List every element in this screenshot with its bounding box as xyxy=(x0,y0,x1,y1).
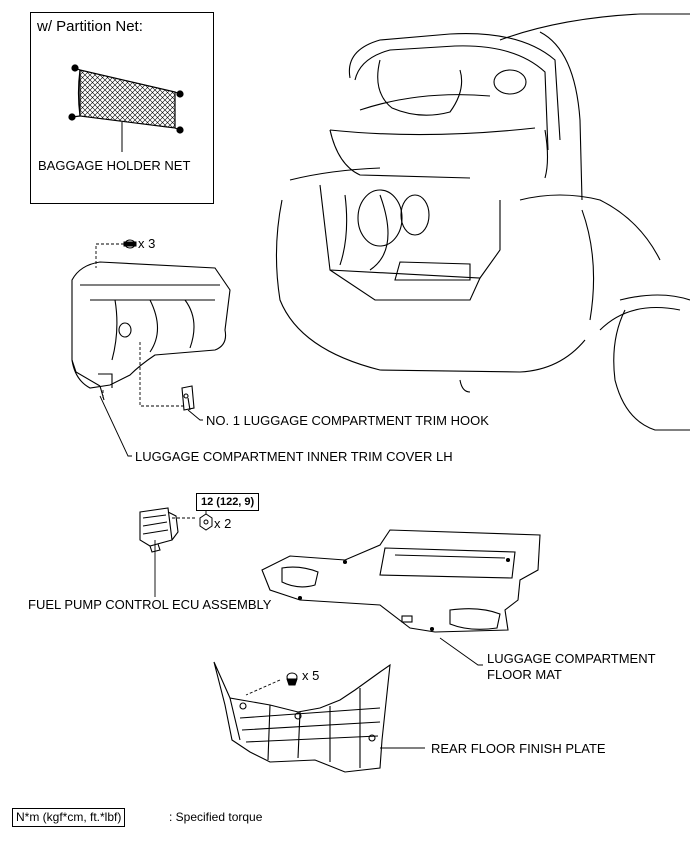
plate-clip-icon xyxy=(286,672,298,686)
torque-legend-units: N*m (kgf*cm, ft.*lbf) xyxy=(12,808,126,827)
clip-fastener-icon xyxy=(123,239,137,249)
floor-mat-label-line2: FLOOR MAT xyxy=(487,667,562,682)
torque-legend-description: : Specified torque xyxy=(169,810,263,824)
rear-floor-plate-label: REAR FLOOR FINISH PLATE xyxy=(431,741,606,756)
trim-hook-label: NO. 1 LUGGAGE COMPARTMENT TRIM HOOK xyxy=(206,413,489,428)
vehicle-rear-illustration xyxy=(275,13,690,431)
torque-value: 12 (122, 9) xyxy=(196,493,260,511)
fuel-pump-ecu-label: FUEL PUMP CONTROL ECU ASSEMBLY xyxy=(28,597,272,612)
clips-trim-quantity: x 3 xyxy=(138,236,156,251)
inset-title: w/ Partition Net: xyxy=(37,18,143,35)
nuts-ecu-quantity: x 2 xyxy=(214,516,232,531)
fuel-pump-ecu-illustration xyxy=(139,507,179,553)
baggage-holder-net-label: BAGGAGE HOLDER NET xyxy=(38,158,191,173)
baggage-holder-net-illustration xyxy=(68,64,184,152)
trim-hook-icon xyxy=(181,385,195,411)
clips-plate-quantity: x 5 xyxy=(302,668,320,683)
partition-net-inset xyxy=(30,12,214,204)
rear-floor-plate-illustration xyxy=(213,661,391,773)
inner-trim-cover-illustration xyxy=(71,261,231,401)
leader-lines xyxy=(95,243,483,749)
nut-icon xyxy=(199,513,213,531)
inner-trim-cover-label: LUGGAGE COMPARTMENT INNER TRIM COVER LH xyxy=(135,449,453,464)
floor-mat-illustration xyxy=(261,529,541,633)
floor-mat-label-line1: LUGGAGE COMPARTMENT xyxy=(487,651,656,666)
